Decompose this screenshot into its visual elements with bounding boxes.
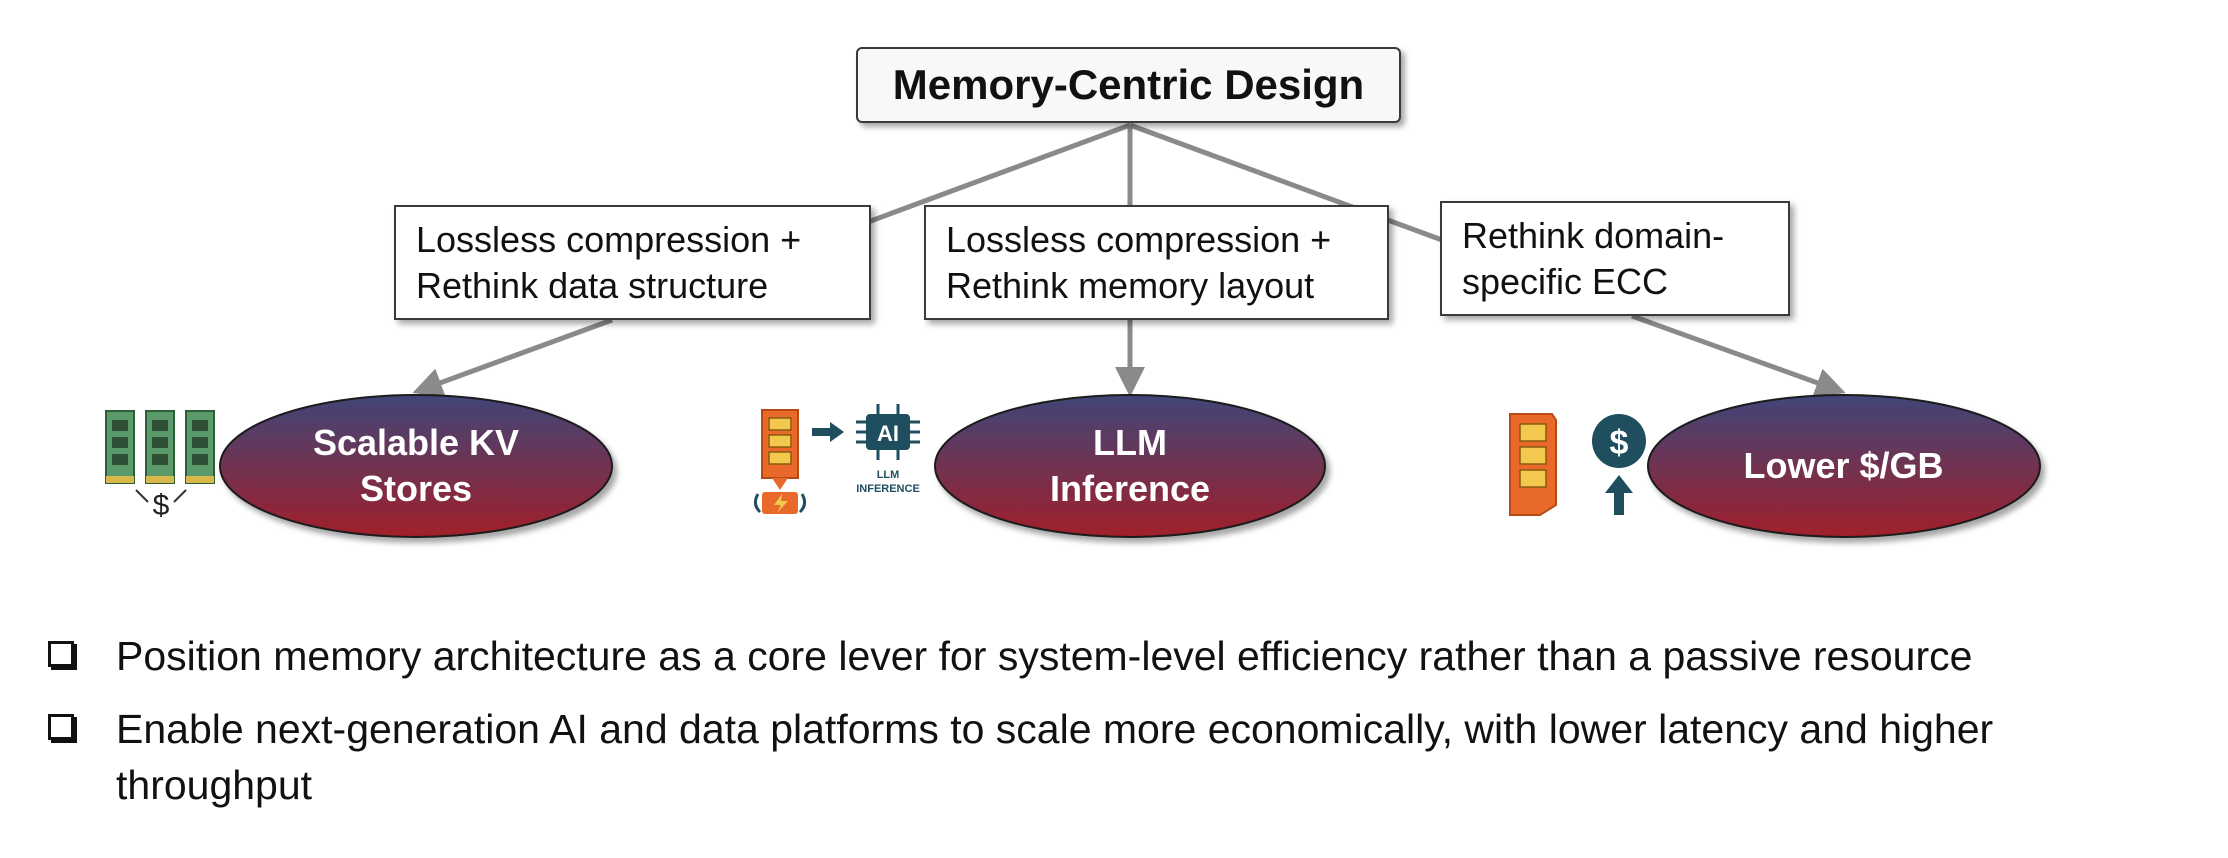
llm-caption-line-1: LLM xyxy=(877,469,900,481)
connector-root-right xyxy=(1129,122,1443,243)
oval-lower-cost xyxy=(1647,394,2041,538)
checkbox-bullet-icon xyxy=(48,641,74,667)
branch-line: Rethink data structure xyxy=(416,265,769,306)
root-label: Memory-Centric Design xyxy=(892,61,1365,108)
ai-chip-llm-inference-icon: AI LLM INFERENCE xyxy=(753,404,920,514)
outcome-label-lower-cost: Lower $/GB xyxy=(1647,395,2040,537)
bullet-text: Position memory architecture as a core l… xyxy=(116,633,1973,679)
branch-line: Rethink memory layout xyxy=(946,265,1315,306)
outcome-line: Inference xyxy=(1049,468,1211,509)
outcome-label-scalable-kv: Scalable KV Stores xyxy=(220,395,612,537)
memory-stick-icon xyxy=(105,410,135,484)
memory-module-price-icon: $ xyxy=(1509,413,1646,516)
branch-node-domain-ecc: Rethink domain- specific ECC xyxy=(1440,201,1790,316)
outcome-line: Lower $/GB xyxy=(1743,445,1944,486)
arrow-up-icon xyxy=(1605,475,1633,515)
branch-node-data-structure: Lossless compression + Rethink data stru… xyxy=(394,205,871,320)
llm-caption-line-2: INFERENCE xyxy=(856,483,920,495)
branch-line: Lossless compression + xyxy=(416,219,802,260)
branch-line: specific ECC xyxy=(1462,261,1669,302)
memory-modules-cost-icon: $ xyxy=(105,410,215,522)
outcome-label-llm-inference: LLM Inference xyxy=(935,395,1325,537)
memory-module-orange-icon xyxy=(761,409,799,490)
ai-chip-icon: AI xyxy=(856,404,920,460)
dollar-symbol: $ xyxy=(153,489,170,522)
memory-module-orange-icon xyxy=(1509,413,1557,516)
connector-root-left xyxy=(867,122,1131,225)
oval-scalable-kv xyxy=(219,394,613,538)
bullet-item: Enable next-generation AI and data platf… xyxy=(48,701,2198,813)
bullet-text: Enable next-generation AI and data platf… xyxy=(116,706,1994,808)
ai-chip-text: AI xyxy=(877,421,899,446)
branch-line: Lossless compression + xyxy=(946,219,1332,260)
outcome-line: Stores xyxy=(359,468,473,509)
outcome-line: Scalable KV xyxy=(312,422,520,463)
oval-llm-inference xyxy=(934,394,1326,538)
memory-stick-icon xyxy=(185,410,215,484)
lightning-refresh-icon xyxy=(753,492,807,514)
arrow-right-icon xyxy=(812,422,844,442)
branch-node-memory-layout: Lossless compression + Rethink memory la… xyxy=(924,205,1389,320)
dollar-symbol: $ xyxy=(1610,424,1629,462)
arrow-left-to-kv xyxy=(412,317,613,397)
bullet-item: Position memory architecture as a core l… xyxy=(48,628,2198,684)
outcome-line: LLM xyxy=(1093,422,1167,463)
memory-stick-icon xyxy=(145,410,175,484)
branch-line: Rethink domain- xyxy=(1462,215,1725,256)
root-node-memory-centric-design: Memory-Centric Design xyxy=(856,47,1401,123)
checkbox-bullet-icon xyxy=(48,714,74,740)
dollar-coin-icon: $ xyxy=(1592,414,1646,468)
bullet-list: Position memory architecture as a core l… xyxy=(48,628,2198,830)
arrow-right-to-lower xyxy=(1631,313,1846,397)
